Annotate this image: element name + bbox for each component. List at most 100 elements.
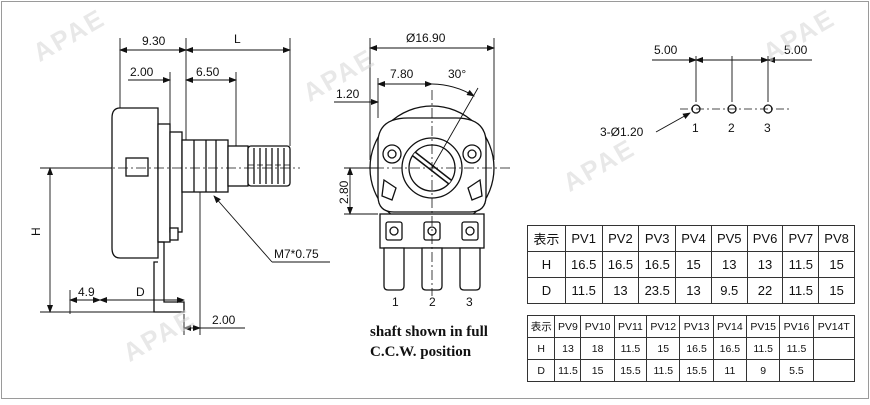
layout-pin-label-3: 3 [764,121,771,135]
table-cell: D [526,359,556,382]
hole-1 [691,104,701,114]
dim-H: H [29,227,43,236]
side-view [100,107,300,313]
dim-1-20: 1.20 [336,87,360,101]
dim-6-50: 6.50 [196,65,220,79]
table-cell: PV2 [601,225,640,252]
pin-1 [383,247,405,291]
pin-label-1: 1 [392,295,399,309]
table-cell: 18 [580,337,615,360]
table-cell: 13 [554,337,582,360]
table-cell: 16.5 [564,251,603,278]
table-row: D 11.5 13 23.5 13 9.5 22 11.5 15 [527,277,855,304]
pin-label-3: 3 [466,295,473,309]
table-cell: PV12 [646,315,681,338]
table-cell: PV7 [782,225,820,252]
dim-D: D [136,285,145,299]
table-cell: 11.5 [782,251,820,278]
pin-3 [459,247,481,291]
table-cell: PV5 [710,225,748,252]
table-row: 表示 PV9 PV10 PV11 PV12 PV13 PV14 PV15 PV1… [526,315,856,338]
pot-body [111,107,159,259]
table-cell: 13 [746,251,784,278]
table-cell: 15.5 [679,359,714,382]
table-cell: PV8 [818,225,855,252]
dim-5-00-left: 5.00 [654,43,678,57]
table-cell: 13 [675,277,712,304]
table-cell: 表示 [527,225,566,252]
table-cell: 15 [818,251,855,278]
table-cell: 11.5 [746,337,781,360]
table-cell: 9 [746,359,781,382]
table-cell: PV15 [746,315,781,338]
table-cell [812,359,856,382]
dim-7-80: 7.80 [390,67,414,81]
table-cell: 23.5 [638,277,677,304]
table-cell: PV13 [679,315,714,338]
table-cell: PV9 [554,315,582,338]
table-cell: PV1 [564,225,603,252]
table-cell: 11.5 [646,359,681,382]
table-cell: 15 [580,359,615,382]
table-cell: 16.5 [601,251,640,278]
table-cell: 16.5 [638,251,677,278]
hole-2 [727,104,737,114]
table-cell: 11.5 [564,277,603,304]
table-cell: 15.5 [613,359,648,382]
table-cell: PV6 [746,225,784,252]
table-cell: 5.5 [779,359,814,382]
table-cell: PV10 [580,315,615,338]
table-cell: 15 [646,337,681,360]
knurled-shaft [247,145,291,187]
caption-line-1: shaft shown in full [370,324,488,340]
table-row: H 16.5 16.5 16.5 15 13 13 11.5 15 [527,251,855,278]
table-cell: 9.5 [710,277,748,304]
hole-label: 3-Ø1.20 [600,125,644,139]
table-row: D 11.5 15 15.5 11.5 15.5 11 9 5.5 [526,359,856,382]
table-cell: 11.5 [779,337,814,360]
dim-9-30: 9.30 [142,34,166,48]
table-cell: 15 [675,251,712,278]
table-cell: 22 [746,277,784,304]
spec-table-pv1-pv8: 表示 PV1 PV2 PV3 PV4 PV5 PV6 PV7 PV8 H 16.… [527,225,855,304]
dim-5-00-right: 5.00 [784,43,808,57]
table-cell: 15 [818,277,855,304]
table-cell: 11.5 [613,337,648,360]
table-cell: PV4 [675,225,712,252]
table-cell: 16.5 [679,337,714,360]
dim-2-80: 2.80 [337,180,351,204]
table-cell: PV14 [712,315,748,338]
table-cell: PV3 [638,225,677,252]
dim-2-00-bottom: 2.00 [212,313,236,327]
table-cell: PV16 [779,315,814,338]
table-cell: 11.5 [782,277,820,304]
dim-4-9: 4.9 [78,285,95,299]
hole-3 [763,104,773,114]
table-cell: 表示 [526,315,556,338]
table-row: 表示 PV1 PV2 PV3 PV4 PV5 PV6 PV7 PV8 [527,225,855,252]
table-cell: D [527,277,566,304]
dim-L: L [234,32,241,46]
dim-diameter-16-90: Ø16.90 [406,31,446,45]
caption-line-2: C.C.W. position [370,344,472,360]
table-row: H 13 18 11.5 15 16.5 16.5 11.5 11.5 [526,337,856,360]
table-cell: PV14T [812,315,856,338]
layout-pin-label-1: 1 [692,121,699,135]
terminal-lead [153,241,185,313]
table-cell: 13 [601,277,640,304]
table-cell: PV11 [613,315,648,338]
table-cell: H [527,251,566,278]
thread-label: M7*0.75 [274,247,319,261]
front-view [356,90,510,296]
pin-layout [652,56,812,133]
front-dimensions [334,38,495,215]
table-cell: 11.5 [554,359,582,382]
table-cell: 13 [710,251,748,278]
table-cell: 11 [712,359,748,382]
side-dimensions [40,38,330,335]
dim-angle-30: 30° [448,67,466,81]
pin-2 [421,247,443,291]
table-cell: 16.5 [712,337,748,360]
